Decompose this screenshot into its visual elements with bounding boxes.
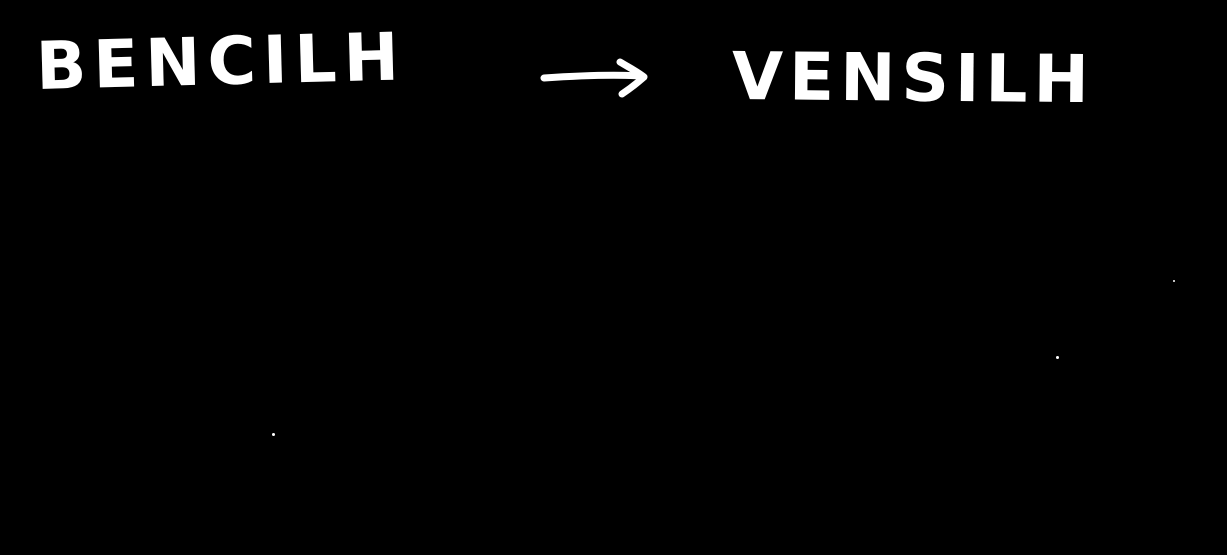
chalk-speck: [1056, 356, 1059, 359]
chalk-speck: [1173, 280, 1175, 282]
source-word: BENCILH: [34, 18, 407, 105]
target-word: VENSILH: [731, 38, 1096, 119]
right-arrow-icon: [540, 58, 648, 98]
chalk-speck: [272, 433, 275, 436]
